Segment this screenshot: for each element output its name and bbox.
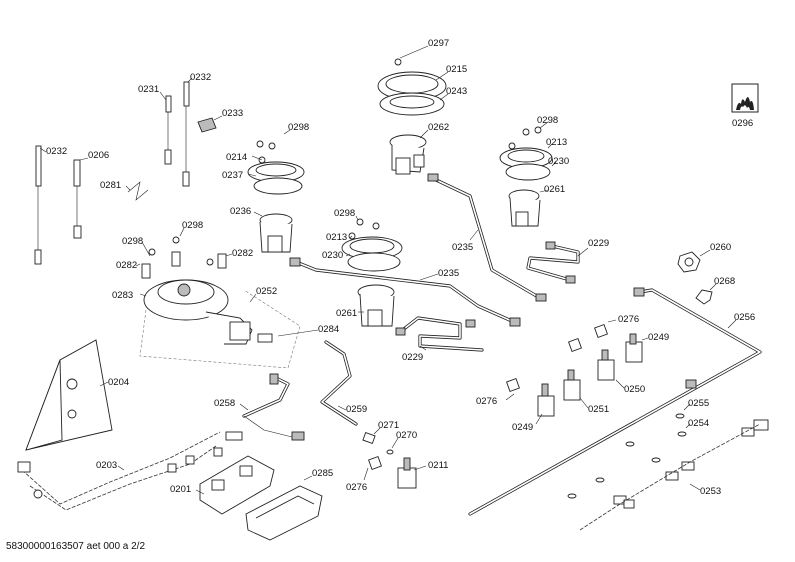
- label-0243: 0243: [446, 86, 467, 97]
- thermocouple-0258: [242, 373, 305, 441]
- rod-0259: [320, 340, 358, 426]
- label-0298d: 0298: [122, 236, 143, 247]
- burner-cup-0261b: [357, 284, 395, 327]
- label-0262: 0262: [428, 122, 449, 133]
- label-0282a: 0282: [116, 260, 137, 271]
- label-0231: 0231: [138, 84, 159, 95]
- cover-0204: [25, 339, 113, 451]
- label-0250: 0250: [624, 384, 645, 395]
- label-0255: 0255: [688, 398, 709, 409]
- label-0230b: 0230: [322, 250, 343, 261]
- harness-0203: [17, 431, 243, 511]
- clip-0233: [197, 117, 217, 133]
- label-0260: 0260: [710, 242, 731, 253]
- bracket-0201: [199, 455, 275, 515]
- label-0270: 0270: [396, 430, 417, 441]
- injector-set: [567, 413, 769, 509]
- label-0203: 0203: [96, 460, 117, 471]
- label-0206: 0206: [88, 150, 109, 161]
- label-0281: 0281: [100, 180, 121, 191]
- burner-base-0283: [141, 236, 273, 345]
- label-0215: 0215: [446, 64, 467, 75]
- label-0213a: 0213: [546, 137, 567, 148]
- label-0229a: 0229: [588, 238, 609, 249]
- document-code: 58300000163507 aet 000 a 2/2: [6, 541, 146, 552]
- label-0251: 0251: [588, 404, 609, 415]
- gas-rail-0256: [468, 287, 762, 516]
- label-0233: 0233: [222, 108, 243, 119]
- label-0253: 0253: [700, 486, 721, 497]
- bracket-0285: [245, 485, 323, 541]
- label-0261a: 0261: [544, 184, 565, 195]
- electrode-0206: [73, 159, 82, 239]
- label-0213b: 0213: [326, 232, 347, 243]
- label-0283: 0283: [112, 290, 133, 301]
- label-0254: 0254: [688, 418, 709, 429]
- label-0252: 0252: [256, 286, 277, 297]
- label-0201: 0201: [170, 484, 191, 495]
- burner-centre: [341, 218, 403, 272]
- label-0237: 0237: [222, 170, 243, 181]
- gas-pipe-0229a: [526, 241, 580, 284]
- label-0235b: 0235: [438, 268, 459, 279]
- label-0298e: 0298: [182, 220, 203, 231]
- clip-0281: [127, 181, 149, 201]
- label-0276a: 0276: [618, 314, 639, 325]
- label-0284: 0284: [318, 324, 339, 335]
- label-0249b: 0249: [512, 422, 533, 433]
- label-0298a: 0298: [537, 115, 558, 126]
- electrode-0231: [164, 95, 172, 165]
- clip-0268: [695, 289, 713, 305]
- label-0249a: 0249: [648, 332, 669, 343]
- label-0261b: 0261: [336, 308, 357, 319]
- label-0276b: 0276: [476, 396, 497, 407]
- label-0214: 0214: [226, 152, 247, 163]
- electrode-0232a: [182, 81, 190, 187]
- label-0298b: 0298: [288, 122, 309, 133]
- burner-right: [499, 126, 553, 227]
- label-0276c: 0276: [346, 482, 367, 493]
- label-0229b: 0229: [402, 352, 423, 363]
- label-0204: 0204: [108, 377, 129, 388]
- valve-cluster: [506, 324, 643, 417]
- burner-cap-large: [377, 58, 447, 175]
- label-0230a: 0230: [548, 156, 569, 167]
- gas-pipe-0235b: [289, 257, 521, 327]
- flame-icon: [731, 83, 759, 113]
- label-0258: 0258: [214, 398, 235, 409]
- label-0236: 0236: [230, 206, 251, 217]
- label-0259: 0259: [346, 404, 367, 415]
- label-0232a: 0232: [190, 72, 211, 83]
- electrode-0232b: [34, 145, 42, 265]
- label-0298c: 0298: [334, 208, 355, 219]
- label-0297: 0297: [428, 38, 449, 49]
- label-0296: 0296: [732, 118, 753, 129]
- gas-pipe-0235a: [427, 173, 547, 302]
- label-0271: 0271: [378, 420, 399, 431]
- gas-pipe-0229b: [395, 316, 484, 352]
- label-0232b: 0232: [46, 146, 67, 157]
- label-0282b: 0282: [232, 248, 253, 259]
- label-0235a: 0235: [452, 242, 473, 253]
- burner-small-left: [247, 140, 305, 253]
- label-0268: 0268: [714, 276, 735, 287]
- label-0256: 0256: [734, 312, 755, 323]
- label-0211: 0211: [428, 460, 448, 471]
- label-0285: 0285: [312, 468, 333, 479]
- small-parts-bottom: [362, 431, 417, 489]
- nut-0260: [677, 251, 701, 273]
